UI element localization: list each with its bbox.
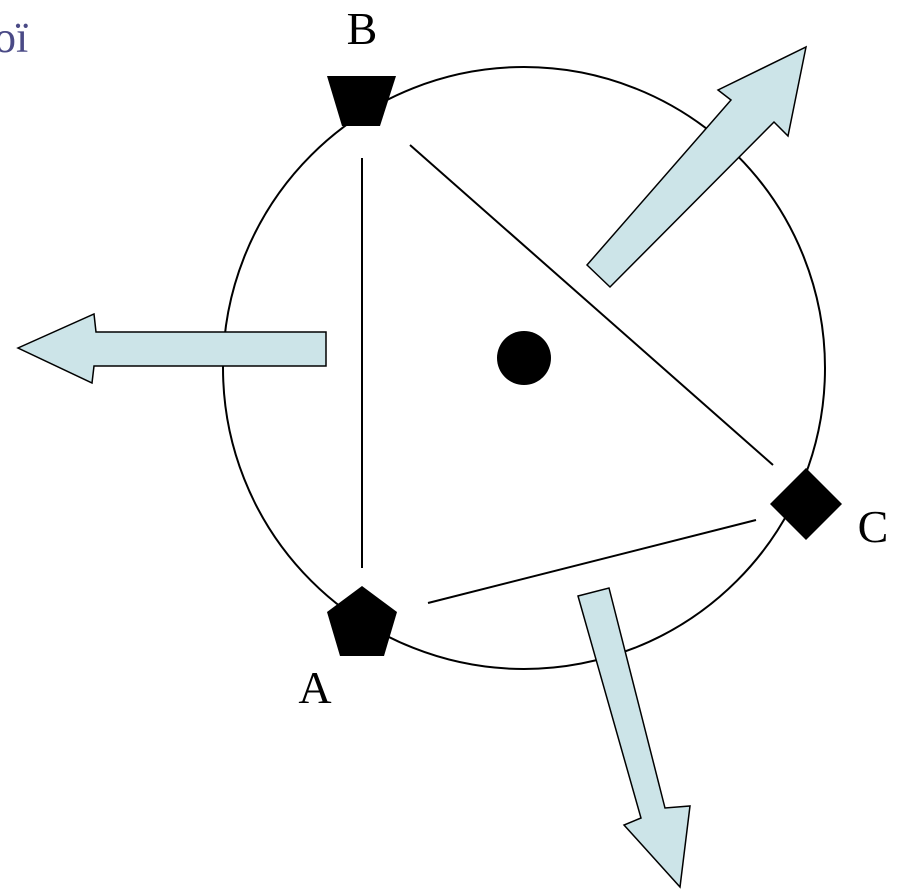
edge-b-c <box>409 144 774 466</box>
pentagon-marker-icon <box>327 586 397 656</box>
label-a: A <box>298 662 331 713</box>
diamond-marker-icon <box>770 468 842 540</box>
arrow-left-icon <box>16 312 327 385</box>
label-b: B <box>347 3 378 54</box>
outer-circle <box>222 66 826 670</box>
arrow-down-icon <box>577 587 691 889</box>
trapezoid-marker-icon <box>327 76 396 126</box>
edge-a-c <box>427 519 757 604</box>
center-dot-icon <box>497 331 551 385</box>
corner-text: oï <box>0 13 28 62</box>
arrow-up-right-icon <box>585 45 808 289</box>
label-c: C <box>858 501 889 552</box>
